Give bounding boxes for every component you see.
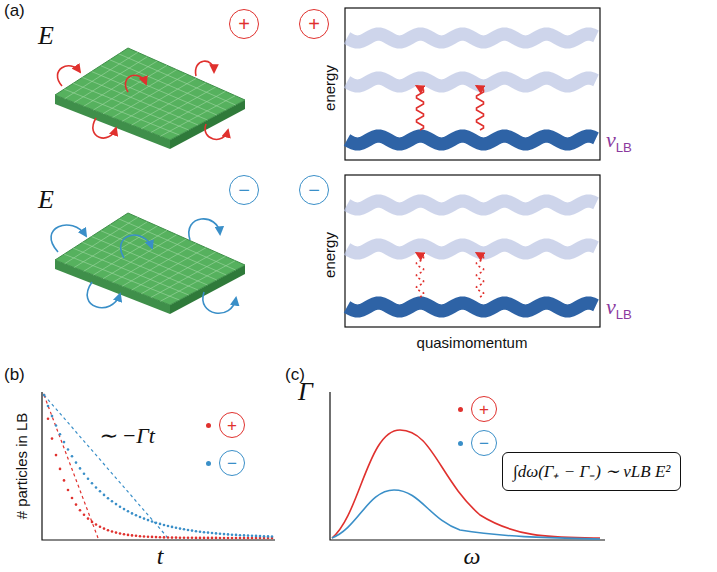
legend-swatch	[458, 407, 463, 412]
sign-text: −	[238, 180, 250, 200]
legend-text: −	[479, 435, 489, 452]
legend-swatch	[458, 441, 463, 446]
field-label: E	[38, 22, 54, 51]
panel-letter: (b)	[4, 366, 25, 385]
legend-circle: −	[219, 450, 245, 476]
sign-circle: −	[229, 175, 259, 205]
formula-text: ∫dω(Γ₊ − Γ₋) ∼ νLB E²	[513, 463, 670, 480]
sign-text: +	[238, 14, 250, 34]
axis-label: energy	[322, 65, 339, 111]
field-label: E	[38, 186, 54, 215]
formula-box: ∫dω(Γ₊ − Γ₋) ∼ νLB E²	[502, 452, 681, 491]
band-label: νLB	[606, 128, 632, 156]
legend-text: +	[479, 401, 489, 418]
sign-circle: +	[299, 9, 329, 39]
sign-circle: −	[299, 175, 329, 205]
slope-label: ∼ −Γt	[98, 424, 155, 448]
legend-circle: −	[471, 430, 497, 456]
legend-item: +	[458, 396, 497, 422]
legend-item: +	[206, 412, 245, 438]
axis-label: energy	[322, 232, 339, 278]
legend-circle: +	[219, 412, 245, 438]
legend-item: −	[458, 430, 497, 456]
axis-label: t	[157, 543, 164, 569]
axis-label: Γ	[298, 378, 313, 407]
sign-circle: +	[229, 9, 259, 39]
legend-text: −	[227, 455, 237, 472]
axis-label: quasimomentum	[417, 335, 528, 352]
legend-text: +	[227, 417, 237, 434]
legend-circle: +	[471, 396, 497, 422]
sign-text: +	[308, 14, 320, 34]
axis-label: # particles in LB	[14, 413, 31, 520]
band-label: νLB	[606, 295, 632, 323]
legend-swatch	[206, 461, 211, 466]
legend-swatch	[206, 423, 211, 428]
legend-item: −	[206, 450, 245, 476]
axis-label: ω	[464, 543, 481, 569]
panel-letter: (a)	[4, 2, 25, 21]
sign-text: −	[308, 180, 320, 200]
